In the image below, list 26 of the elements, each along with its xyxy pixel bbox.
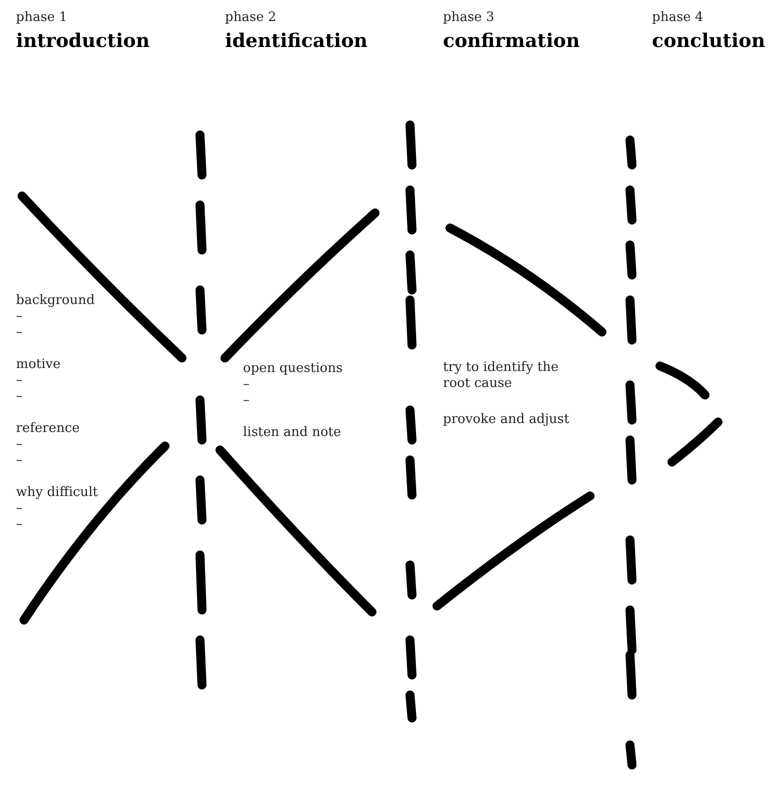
list-dash: – <box>16 373 22 389</box>
phase-number: phase 3 <box>443 10 494 26</box>
list-dash: – <box>243 377 250 393</box>
phase-title: confirmation <box>443 30 580 52</box>
topic-label: open questions <box>243 361 343 377</box>
list-dash: – <box>16 437 22 453</box>
topic-label: listen and note <box>243 425 342 441</box>
phase-title: introduction <box>16 30 150 52</box>
topic-label: motive <box>16 357 61 373</box>
phase-number: phase 2 <box>225 10 276 26</box>
list-dash: – <box>16 309 22 325</box>
topic-label: why difficult <box>16 485 98 501</box>
phase-title: conclution <box>652 30 766 52</box>
phase-number: phase 4 <box>652 10 704 26</box>
list-dash: – <box>16 501 22 517</box>
topic-label: provoke and adjust <box>443 412 570 428</box>
list-dash: – <box>16 325 22 341</box>
list-dash: – <box>16 389 22 405</box>
topic-label: background <box>16 293 95 309</box>
list-dash: – <box>16 453 22 469</box>
phase-title: identification <box>225 30 368 52</box>
phase-number: phase 1 <box>16 10 68 26</box>
list-dash: – <box>243 393 250 409</box>
list-dash: – <box>16 517 22 533</box>
topic-label: try to identify the root cause <box>443 360 560 392</box>
topic-label: reference <box>16 421 80 437</box>
